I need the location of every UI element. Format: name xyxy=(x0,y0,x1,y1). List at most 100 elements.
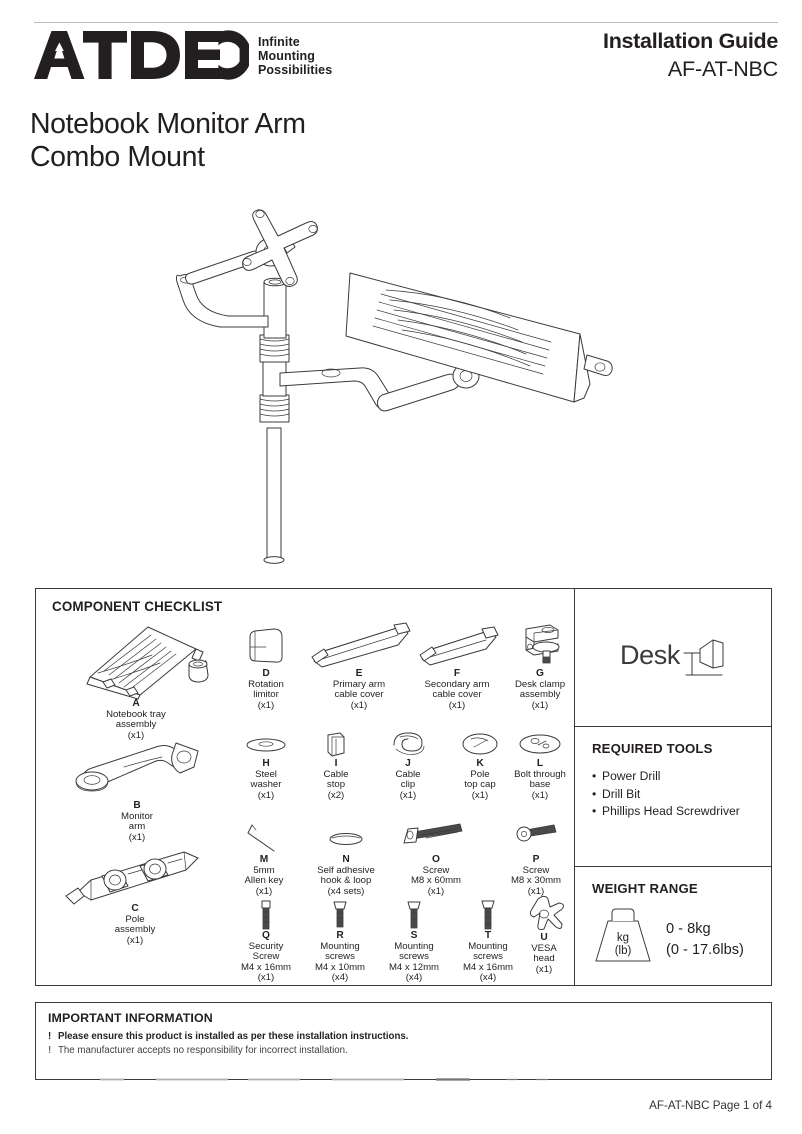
component-g-name: Desk clamp assembly (x1) xyxy=(514,678,566,711)
component-s-letter: S xyxy=(410,930,418,941)
tagline-line-1: Infinite xyxy=(258,35,300,49)
weight-range-panel: WEIGHT RANGE kg (lb) 0 - 8kg (0 - 17.6lb… xyxy=(575,867,771,987)
pole-assembly-icon xyxy=(65,851,199,905)
pole-top-cap-icon xyxy=(438,731,522,757)
component-m-letter: M xyxy=(259,854,269,865)
guide-title: Installation Guide xyxy=(603,29,778,53)
component-c-name-2: assembly xyxy=(114,924,156,936)
component-r-mounting-screw-10: R Mounting screws M4 x 10mm (x4) xyxy=(290,899,390,984)
scan-artifact xyxy=(436,1078,470,1081)
scan-artifact xyxy=(248,1078,300,1081)
vesa-head-illustration xyxy=(242,209,318,287)
screw-short-icon xyxy=(484,823,588,853)
component-o-name: Screw M8 x 60mm (x1) xyxy=(410,864,462,897)
tagline-line-2: Mounting xyxy=(258,49,316,64)
scan-artifact xyxy=(506,1078,518,1081)
secondary-cable-cover-icon xyxy=(402,621,512,667)
tool-item: •Drill Bit xyxy=(592,786,641,801)
component-j-letter: J xyxy=(405,758,411,769)
atdec-wordmark-icon xyxy=(34,30,249,80)
warning-marker-icon: ! xyxy=(48,1045,52,1056)
component-k-pole-top-cap: K Pole top cap (x1) xyxy=(438,731,522,801)
component-a-qty: (x1) xyxy=(127,729,145,741)
cable-stop-icon xyxy=(296,731,376,757)
component-h-letter: H xyxy=(262,758,270,769)
scan-artifact xyxy=(332,1078,404,1081)
product-illustration xyxy=(175,209,613,564)
mounting-screw-icon xyxy=(438,899,538,930)
weight-range-imperial: (0 - 17.6lbs) xyxy=(666,942,744,958)
primary-cable-cover-icon xyxy=(304,621,414,668)
desk-mount-icon xyxy=(683,639,724,675)
component-c-letter: C xyxy=(131,903,139,914)
component-k-letter: K xyxy=(476,758,484,769)
vesa-head-icon xyxy=(504,895,584,931)
scan-artifact xyxy=(536,1078,548,1081)
component-s-mounting-screw-12: S Mounting screws M4 x 12mm (x4) xyxy=(364,899,464,984)
component-t-mounting-screw-16: T Mounting screws M4 x 16mm (x4) xyxy=(438,899,538,984)
component-a-label: A Notebook tray assembly (x1) xyxy=(56,698,216,741)
component-b-name-1: Monitor xyxy=(121,810,153,822)
component-d-rotation-limitor: D Rotation limitor (x1) xyxy=(214,621,318,711)
component-i-name: Cable stop (x2) xyxy=(323,768,349,801)
component-l-letter: L xyxy=(536,758,544,769)
checklist-heading: COMPONENT CHECKLIST xyxy=(52,599,223,614)
component-q-security-screw: Q Security Screw M4 x 16mm (x1) xyxy=(216,899,316,984)
weight-range-heading: WEIGHT RANGE xyxy=(592,881,698,896)
mount-type-panel: Desk xyxy=(575,589,771,727)
scan-artifact xyxy=(100,1078,124,1081)
component-h-steel-washer: H Steel washer (x1) xyxy=(218,731,314,801)
component-l-bolt-through-base: L Bolt through base (x1) xyxy=(488,731,592,801)
tool-item: •Power Drill xyxy=(592,769,661,783)
component-e-letter: E xyxy=(355,668,363,679)
page-footer: AF-AT-NBC Page 1 of 4 xyxy=(649,1099,772,1112)
component-d-name: Rotation limitor (x1) xyxy=(248,678,284,711)
steel-washer-icon xyxy=(218,731,314,757)
important-line-1: !Please ensure this product is installed… xyxy=(48,1031,409,1042)
component-m-name: 5mm Allen key (x1) xyxy=(244,864,284,897)
component-a-letter: A xyxy=(132,698,140,709)
component-t-name: Mounting screws M4 x 16mm (x4) xyxy=(462,940,514,984)
weight-icon-unit-lb: (lb) xyxy=(615,945,632,957)
component-a-name-1: Notebook tray xyxy=(106,708,166,720)
component-b-qty: (x1) xyxy=(128,831,146,843)
important-information-panel: IMPORTANT INFORMATION !Please ensure thi… xyxy=(35,1002,772,1081)
mounting-screw-icon xyxy=(290,899,390,929)
component-r-letter: R xyxy=(336,930,344,941)
component-c-pole-assembly: C Pole assembly (x1) xyxy=(58,844,208,945)
side-panels: Desk REQUIRED TOOLS •Power Drill •Drill … xyxy=(575,589,771,985)
component-o-screw-m8-60: O Screw M8 x 60mm (x1) xyxy=(384,823,488,897)
component-f-letter: F xyxy=(453,668,461,679)
component-c-name-1: Pole xyxy=(125,913,145,925)
required-tools-list: •Power Drill •Drill Bit •Phillips Head S… xyxy=(592,768,740,821)
component-n-letter: N xyxy=(342,854,350,865)
component-a-name-2: assembly xyxy=(115,719,157,731)
monitor-arm-illustration xyxy=(175,209,318,328)
pole-column-illustration xyxy=(259,277,290,564)
cable-clip-icon xyxy=(366,731,450,757)
weight-range-metric: 0 - 8kg xyxy=(666,921,711,937)
component-b-monitor-arm: B Monitor arm (x1) xyxy=(64,737,204,842)
weight-icon-unit-kg: kg xyxy=(617,932,629,944)
allen-key-icon xyxy=(212,823,316,853)
security-screw-icon xyxy=(216,899,316,930)
hook-and-loop-icon xyxy=(294,823,398,853)
product-title-line-1: Notebook Monitor Arm xyxy=(30,108,306,140)
component-q-name: Security Screw M4 x 16mm (x1) xyxy=(240,940,292,984)
component-t-letter: T xyxy=(484,930,492,941)
logo-tagline: Infinite Mounting Possibilities xyxy=(258,35,332,78)
component-b-label: B Monitor arm (x1) xyxy=(72,800,202,843)
component-u-name: VESA head (x1) xyxy=(531,942,557,975)
component-b-name-2: arm xyxy=(128,821,146,833)
important-heading: IMPORTANT INFORMATION xyxy=(48,1011,213,1025)
component-i-cable-stop: I Cable stop (x2) xyxy=(296,731,376,801)
notebook-tray-icon xyxy=(86,626,209,700)
component-e-name: Primary arm cable cover (x1) xyxy=(332,678,386,711)
desk-clamp-icon xyxy=(488,621,592,667)
component-g-letter: G xyxy=(536,668,544,679)
page-header: Infinite Mounting Possibilities Installa… xyxy=(34,22,778,90)
component-q-letter: Q xyxy=(262,930,270,941)
scan-artifact xyxy=(156,1078,228,1081)
component-f-name: Secondary arm cable cover (x1) xyxy=(424,678,490,711)
weight-icon: kg (lb) xyxy=(595,908,651,962)
